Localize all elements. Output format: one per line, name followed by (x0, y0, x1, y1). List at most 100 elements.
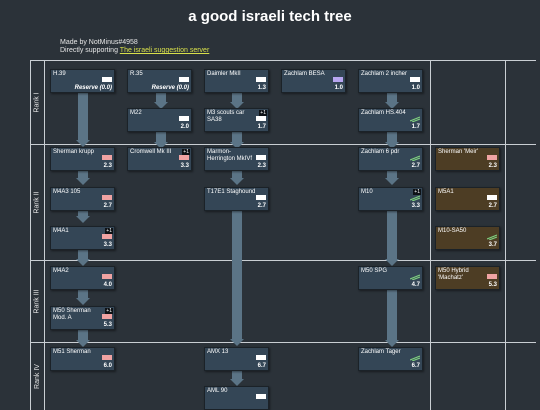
pack-badge: +1 (105, 308, 113, 314)
page-title: a good israeli tech tree (188, 8, 352, 25)
vehicle-card-daimler[interactable]: Daimler MkII 1.3 (204, 69, 269, 93)
armored-car-icon (256, 195, 266, 200)
arrow (230, 369, 244, 386)
medium-tank-icon (102, 274, 112, 279)
vehicle-br: Reserve (0.0) (151, 85, 189, 91)
rank-iii-label: Rank III (33, 288, 41, 314)
vehicle-card-sherman-krupp[interactable]: Sherman krupp 2.3 (50, 147, 115, 171)
vehicle-name: Zachlam BESA (284, 71, 325, 77)
support-prefix: Directly supporting (60, 47, 120, 54)
vehicle-card-sherman-meir[interactable]: Sherman 'Meir' 2.3 (435, 147, 500, 171)
vehicle-br: 3.3 (103, 242, 112, 248)
vehicle-card-m4a1[interactable]: M4A1 +1 3.3 (50, 226, 115, 250)
pack-badge: +1 (259, 110, 267, 116)
arrow (230, 93, 244, 109)
tank-destroyer-icon (410, 155, 420, 161)
vehicle-br: 2.7 (257, 203, 266, 209)
vehicle-card-m4a3-105[interactable]: M4A3 105 2.7 (50, 187, 115, 211)
vehicle-name: M4A3 105 (53, 189, 81, 195)
vehicle-card-aml90[interactable]: AML 90 (204, 386, 269, 410)
rank-i-label: Rank I (33, 91, 41, 113)
rank-label: Rank II (30, 144, 44, 260)
vehicle-name: Zachlam Tager (361, 349, 401, 355)
vehicle-br: 4.7 (411, 282, 420, 288)
armored-car-icon (256, 394, 266, 399)
vehicle-card-m50-spg[interactable]: M50 SPG 4.7 (358, 266, 423, 290)
vehicle-card-zachlam-tager[interactable]: Zachlam Tager 6.7 (358, 347, 423, 371)
vehicle-card-h39[interactable]: H.39 Reserve (0.0) (50, 69, 115, 93)
vehicle-br: 4.0 (103, 282, 112, 288)
vehicle-name: Daimler MkII (207, 71, 241, 77)
vehicle-card-m51[interactable]: M51 Sherman 6.0 (50, 347, 115, 371)
medium-tank-icon (179, 155, 189, 160)
vehicle-br: Reserve (0.0) (74, 85, 112, 91)
vehicle-br: 2.7 (488, 203, 497, 209)
medium-tank-icon (102, 234, 112, 239)
vehicle-card-m50-sherman-a[interactable]: M50 Sherman Mod. A +1 5.3 (50, 306, 115, 330)
vehicle-br: 2.0 (180, 124, 189, 130)
medium-tank-icon (487, 155, 497, 160)
vehicle-card-zachlam-hs404[interactable]: Zachlam HS.404 1.7 (358, 108, 423, 132)
vehicle-br: 2.7 (411, 163, 420, 169)
vehicle-card-m10[interactable]: M10 +1 3.3 (358, 187, 423, 211)
vehicle-br: 6.7 (257, 363, 266, 369)
arrow (154, 93, 168, 109)
vehicle-card-zachlam-besa[interactable]: Zachlam BESA 1.0 (281, 69, 346, 93)
vehicle-br: 3.3 (180, 163, 189, 169)
vehicle-br: 2.3 (488, 163, 497, 169)
spaa-icon (333, 77, 343, 82)
vehicle-br: 5.3 (488, 282, 497, 288)
grid-line (44, 60, 45, 410)
suggestion-server-link[interactable]: The israeli suggestion server (119, 47, 210, 54)
vehicle-br: 1.0 (334, 85, 343, 91)
light-tank-icon (487, 195, 497, 200)
made-by-text: Made by NotMinus#4958 (60, 39, 138, 46)
arrow (385, 171, 399, 185)
arrow (230, 171, 244, 185)
vehicle-br: 2.7 (103, 203, 112, 209)
vehicle-card-marmon[interactable]: Marmon-Herrington MkIVf 2.3 (204, 147, 269, 171)
vehicle-name: Zachlam 2 incher (361, 71, 408, 77)
vehicle-name: Zachlam 6 pdr (361, 149, 400, 155)
light-tank-icon (179, 116, 189, 121)
grid-line (430, 60, 431, 410)
rank-iv-label: Rank IV (33, 363, 41, 389)
vehicle-card-m3-scout[interactable]: M3 scouts car SA38 +1 1.7 (204, 108, 269, 132)
vehicle-card-t17e1[interactable]: T17E1 Staghound 2.7 (204, 187, 269, 211)
tank-destroyer-icon (487, 234, 497, 240)
vehicle-card-zachlam-6pdr[interactable]: Zachlam 6 pdr 2.7 (358, 147, 423, 171)
vehicle-card-m10-sa50[interactable]: M10-SA50 3.7 (435, 226, 500, 250)
rank-ii-label: Rank II (33, 190, 41, 214)
vehicle-card-amx13[interactable]: AMX 13 6.7 (204, 347, 269, 371)
armored-car-icon (256, 116, 266, 121)
vehicle-name: M10-SA50 (438, 228, 467, 234)
vehicle-br: 1.7 (257, 124, 266, 130)
arrow (76, 247, 90, 266)
rank-label: Rank III (30, 260, 44, 342)
tank-destroyer-icon (410, 195, 420, 201)
vehicle-card-r35[interactable]: R.35 Reserve (0.0) (127, 69, 192, 93)
light-tank-icon (179, 77, 189, 82)
vehicle-name: M22 (130, 110, 142, 116)
vehicle-name: Sherman 'Meir' (438, 149, 478, 155)
vehicle-card-m4a2[interactable]: M4A2 4.0 (50, 266, 115, 290)
tech-tree-grid: Rank I Rank II Rank III Rank IV (30, 60, 536, 410)
vehicle-br: 2.3 (257, 163, 266, 169)
light-tank-icon (256, 355, 266, 360)
vehicle-card-m50-hybrid[interactable]: M50 Hybrid 'Machatz' 5.3 (435, 266, 500, 290)
vehicle-name: Sherman krupp (53, 149, 95, 155)
vehicle-name: M51 Sherman (53, 349, 91, 355)
grid-line (30, 260, 536, 261)
vehicle-card-cromwell[interactable]: Cromwell Mk III +1 3.3 (127, 147, 192, 171)
arrow (385, 209, 399, 266)
vehicle-card-zachlam-2in[interactable]: Zachlam 2 incher 1.0 (358, 69, 423, 93)
armored-car-icon (410, 77, 420, 82)
vehicle-card-m22[interactable]: M22 2.0 (127, 108, 192, 132)
vehicle-name: AMX 13 (207, 349, 229, 355)
arrow (76, 171, 90, 185)
vehicle-br: 3.3 (411, 203, 420, 209)
grid-line (30, 342, 536, 343)
arrow (385, 289, 399, 347)
tank-destroyer-icon (410, 116, 420, 122)
vehicle-card-m5a1[interactable]: M5A1 2.7 (435, 187, 500, 211)
